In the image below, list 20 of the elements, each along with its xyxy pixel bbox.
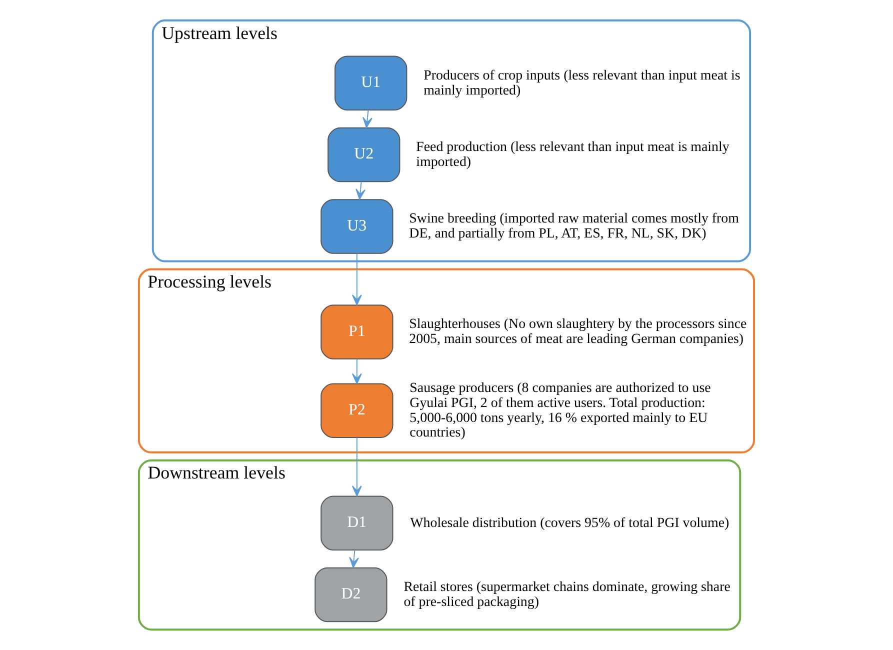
node-label: Sausage producers (8 companies are authorized to use Gyulai PGI, 2 of them active users. Total production: 5,000-6,000 tons yearly, 16 % exported mainly to EU countries): [410, 380, 711, 441]
node-box: P1: [320, 304, 394, 360]
arrow: [352, 437, 362, 496]
node-box: U3: [320, 199, 394, 254]
arrow: [352, 253, 362, 306]
node-label: Feed production (less relevant than input meat is mainly imported): [416, 140, 730, 170]
node-box: U2: [328, 127, 400, 182]
node-label: Slaughterhouses (No own slaughtery by the processors since 2005, main sources of meat are leading German companies): [409, 317, 747, 348]
arrow: [352, 358, 362, 384]
node-box: D1: [320, 496, 394, 550]
arrow: [362, 110, 372, 128]
node-label: Wholesale distribution (covers 95% of total PGI volume): [410, 516, 730, 531]
node-box: D2: [314, 567, 388, 622]
node-label: Swine breeding (imported raw material comes mostly from DE, and partially from PL, AT, ES, FR, NL, SK, DK): [409, 212, 739, 242]
node-label: Producers of crop inputs (less relevant than input meat is mainly imported): [424, 68, 740, 98]
arrow: [349, 550, 359, 568]
node-box: P2: [320, 383, 394, 438]
arrow: [356, 181, 366, 200]
node-box: U1: [334, 56, 408, 110]
node-label: Retail stores (supermarket chains dominate, growing share of pre-sliced packaging): [404, 580, 730, 610]
